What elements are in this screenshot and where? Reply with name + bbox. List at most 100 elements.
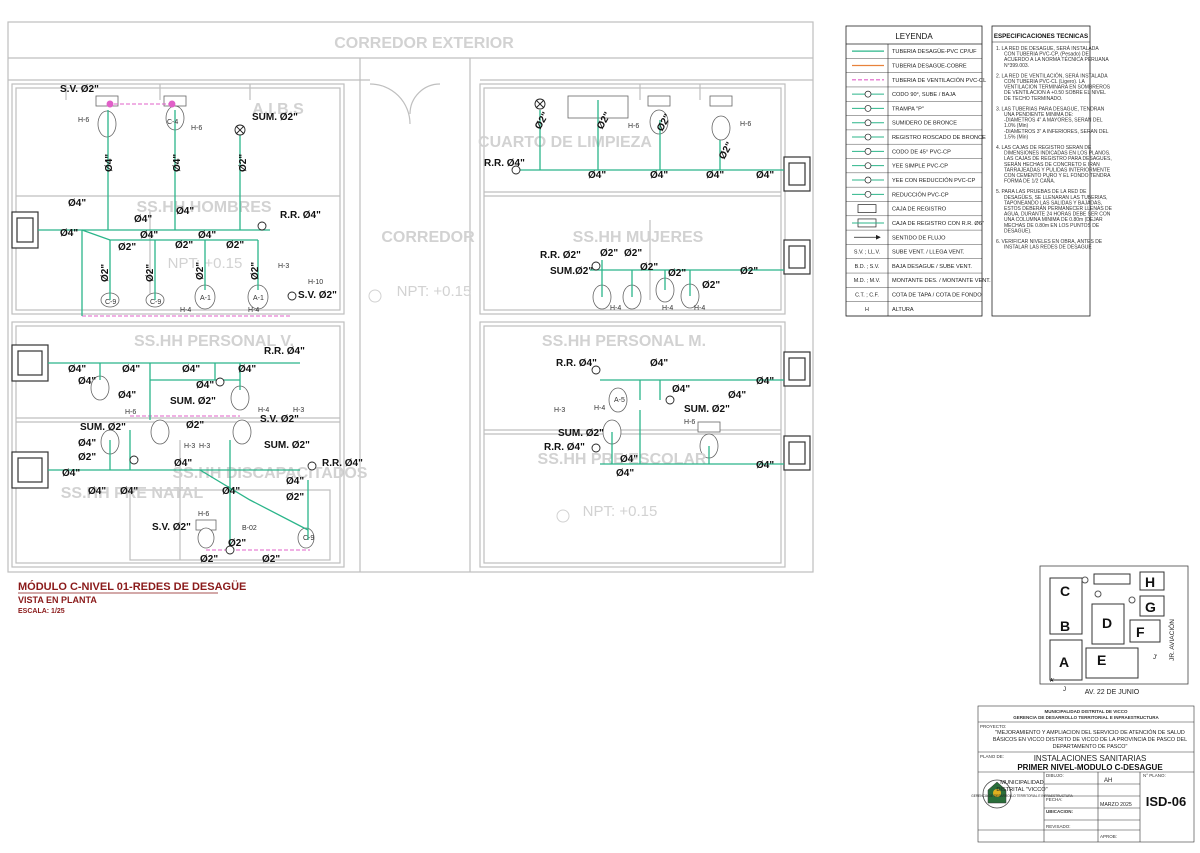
room-sshh-discapacitados: SS.HH DISCAPACITADOS (173, 465, 368, 482)
legend-label-6: SUMIDERO DE BRONCE (892, 121, 957, 127)
annot-d4-h4: Ø4" (176, 206, 194, 217)
legend-symbol-16: B.D. ; S.V. (855, 264, 880, 270)
annot-sum-7: SUM. Ø2" (558, 428, 604, 439)
annot-d4-h1: Ø4" (68, 198, 86, 209)
annot-d2-h3: Ø2" (226, 240, 244, 251)
caja-registro-5 (783, 239, 811, 275)
annot-rr-4: R.R. Ø4" (484, 158, 525, 169)
annot-d4-h9: Ø4" (122, 364, 140, 375)
legend-abbr-5: H (865, 307, 869, 313)
spec-1-line-3: ACUERDO A LA NORMA TÉCNICA PERUANA (1004, 56, 1109, 63)
caja-registro-4 (783, 156, 811, 192)
room-corredor: CORREDOR (381, 229, 475, 246)
code-h6-7: H-6 (198, 511, 209, 518)
tb-org2: GERENCIA DE DESARROLLO TERRITORIAL E INF… (1013, 715, 1159, 720)
annot-d4-h6: Ø4" (198, 230, 216, 241)
vent-pipes (82, 103, 310, 551)
annot-d2-v4: Ø2" (195, 262, 206, 280)
spec-5-line-5: AGUA, DURANTE 24 HORAS DEBE SER CON (1004, 212, 1111, 218)
npt-label-3: NPT: +0.15 (583, 503, 658, 520)
drain-pipes (38, 100, 784, 550)
legend-abbr-3: M.D. ; M.V. (854, 278, 880, 284)
legend-label-1: TUBERIA DESAGÜE-PVC CP/UF (892, 48, 977, 55)
tb-proyecto-1: "MEJORAMIENTO Y AMPLIACION DEL SERVICIO … (995, 729, 1185, 736)
specifications: ESPECIFICACIONES TECNICAS 1. LA RED DE D… (991, 25, 1113, 317)
annot-d4-v1: Ø4" (104, 154, 115, 172)
room-labels: CORREDOR EXTERIOR A.I.B.S CUARTO DE LIMP… (61, 35, 707, 523)
annot-sv-4: S.V. Ø2" (152, 522, 191, 533)
annot-d2-v1: Ø2" (238, 154, 249, 172)
tb-aprob-label: APROB: (1100, 834, 1117, 839)
tb-muni-2: DISTRITAL "VICCO" (996, 787, 1047, 793)
legend-title: LEYENDA (895, 32, 933, 41)
legend-label-14: SENTIDO DE FLUJO (892, 235, 946, 241)
key-block-a: A (1059, 654, 1069, 670)
legend-symbol-12 (857, 204, 877, 213)
pipe-fittings (106, 98, 675, 555)
annot-rr2-1: R.R. Ø2" (540, 250, 581, 261)
tb-plano-no-label: N° PLANO: (1143, 773, 1166, 778)
legend-symbol-10 (852, 176, 884, 184)
annot-d4-h13: Ø4" (196, 380, 214, 391)
annot-d4-h30: Ø4" (616, 468, 634, 479)
room-sshh-personal-v: SS.HH PERSONAL V. (134, 333, 294, 350)
annot-d2-h12: Ø2" (640, 262, 658, 273)
annot-d2-v5: Ø2" (250, 262, 261, 280)
annot-d4-h16: Ø4" (174, 458, 192, 469)
spec-5-line-1: 5. PARA LAS PRUEBAS DE LA RED DE (996, 189, 1087, 195)
key-block-c: C (1060, 583, 1070, 599)
code-h4-4: H-4 (662, 305, 673, 312)
tb-org1: MUNICIPALIDAD DISTRITAL DE VICCO (1045, 709, 1128, 714)
code-h6-1: H-6 (78, 117, 89, 124)
annot-d2-h8: Ø2" (200, 554, 218, 565)
spec-rows: 1. LA RED DE DESAGUE, SERÁ INSTALADACON … (996, 45, 1113, 251)
legend-abbr-4: C.T. ; C.F. (855, 293, 879, 299)
code-h4-2: H-4 (248, 307, 259, 314)
spec-2-line-5: DE TECHO TERMINADO. (1004, 96, 1062, 102)
annot-d4-h24: Ø4" (756, 170, 774, 181)
key-plan: C B A D E F G H J J' A' JR. AVIACIÓN AV.… (1039, 565, 1189, 696)
code-c9-3: C-9 (303, 535, 314, 542)
specs-title: ESPECIFICACIONES TECNICAS (994, 33, 1088, 40)
legend-label-8: CODO DE 45° PVC-CP (892, 149, 951, 155)
legend-label-5: TRAMPA "P" (892, 106, 924, 112)
code-h4-3: H-4 (610, 305, 621, 312)
spec-2-line-4: DE VENTILACION A +0.50 SOBRE EL NIVEL (1004, 90, 1106, 96)
legend-symbol-17: M.D. ; M.V. (854, 278, 880, 284)
annot-sum-4: SUM. Ø2" (264, 440, 310, 451)
legend-label-18: COTA DE TAPA / COTA DE FONDO (892, 293, 982, 299)
spec-6-line-2: INSTALAR LAS REDES DE DESAGUE (1004, 245, 1092, 251)
annot-d2-h11: Ø2" (624, 248, 642, 259)
tb-dibujo: AH (1104, 778, 1112, 784)
legend-symbol-5 (852, 105, 884, 112)
annot-d4-h7: Ø4" (68, 364, 86, 375)
code-h3-1: H-3 (278, 263, 289, 270)
spec-5-line-6: UNA COLUMNA MINIMA DE 0.80m (DEJAR (1004, 217, 1103, 223)
annot-d2-h7: Ø2" (228, 538, 246, 549)
legend-abbr-1: S.V. ; LL.V. (854, 250, 880, 256)
legend-symbol-11 (852, 190, 884, 198)
spec-2-line-3: VENTILACION TERMINARA EN SOMBREROS (1004, 85, 1111, 91)
title-block-text: MUNICIPALIDAD DISTRITAL DE VICCO GERENCI… (971, 709, 1187, 839)
key-street-right: JR. AVIACIÓN (1167, 619, 1176, 661)
annot-d4-h5: Ø4" (140, 230, 158, 241)
annot-d2-d1: Ø2" (533, 110, 552, 131)
spec-1-line-2: CON TUBERIA PVC-CP, (Pesado) DE (1004, 52, 1090, 58)
annot-d2-h5: Ø2" (78, 452, 96, 463)
fixture-codes: H-6 H-6 C-4 C-9 C-9 A-1 A-1 H-4 H-4 H-3 … (78, 117, 751, 542)
code-h3-4: H-3 (199, 443, 210, 450)
annot-d2-h10: Ø2" (600, 248, 618, 259)
tb-proyecto-3: DEPARTAMENTO DE PASCO" (1053, 744, 1128, 750)
code-c9-1: C-9 (105, 299, 116, 306)
code-a1-2: A-1 (253, 295, 264, 302)
code-h4-5: H-4 (694, 305, 705, 312)
spec-3-line-4: 1.0% (Min) (1004, 123, 1029, 129)
annot-d4-h21: Ø4" (588, 170, 606, 181)
annot-d4-h25: Ø4" (650, 358, 668, 369)
annot-d2-h4: Ø2" (186, 420, 204, 431)
spec-4-line-3: LAS CAJAS DE REGISTRO PARA DESAGUES, (1004, 156, 1112, 162)
annot-d4-h31: Ø4" (756, 460, 774, 471)
legend-symbol-7 (852, 133, 884, 141)
